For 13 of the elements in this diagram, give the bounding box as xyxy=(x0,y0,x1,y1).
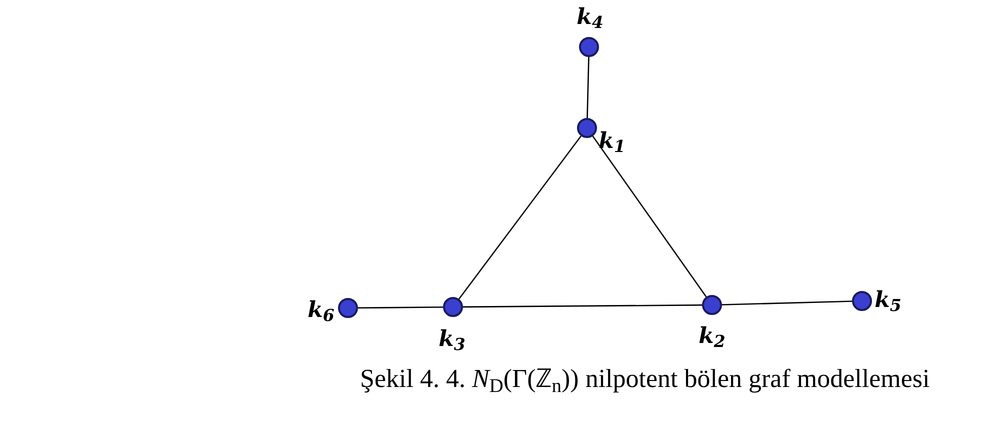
vertex-label: k$_{5}$ xyxy=(874,289,902,311)
graph-edge xyxy=(358,306,443,309)
graph-edge xyxy=(586,56,590,118)
vertex-label: k$_{2}$ xyxy=(698,325,726,347)
graph-edge xyxy=(722,300,852,306)
graph-edge xyxy=(463,304,702,308)
vertex-label: k$_{6}$ xyxy=(308,299,334,321)
graph-edge xyxy=(592,136,707,298)
figure-caption: Şekil 4. 4. N$_{D}$(Γ(ℤ$_{n}$)) nilpotent bölen graf modellemesi xyxy=(360,366,930,392)
vertex-label: k$_{4}$ xyxy=(576,6,604,28)
vertex-label: k$_{1}$ xyxy=(598,130,626,152)
graph-edge xyxy=(458,136,582,300)
vertex-label: k$_{3}$ xyxy=(438,328,466,350)
